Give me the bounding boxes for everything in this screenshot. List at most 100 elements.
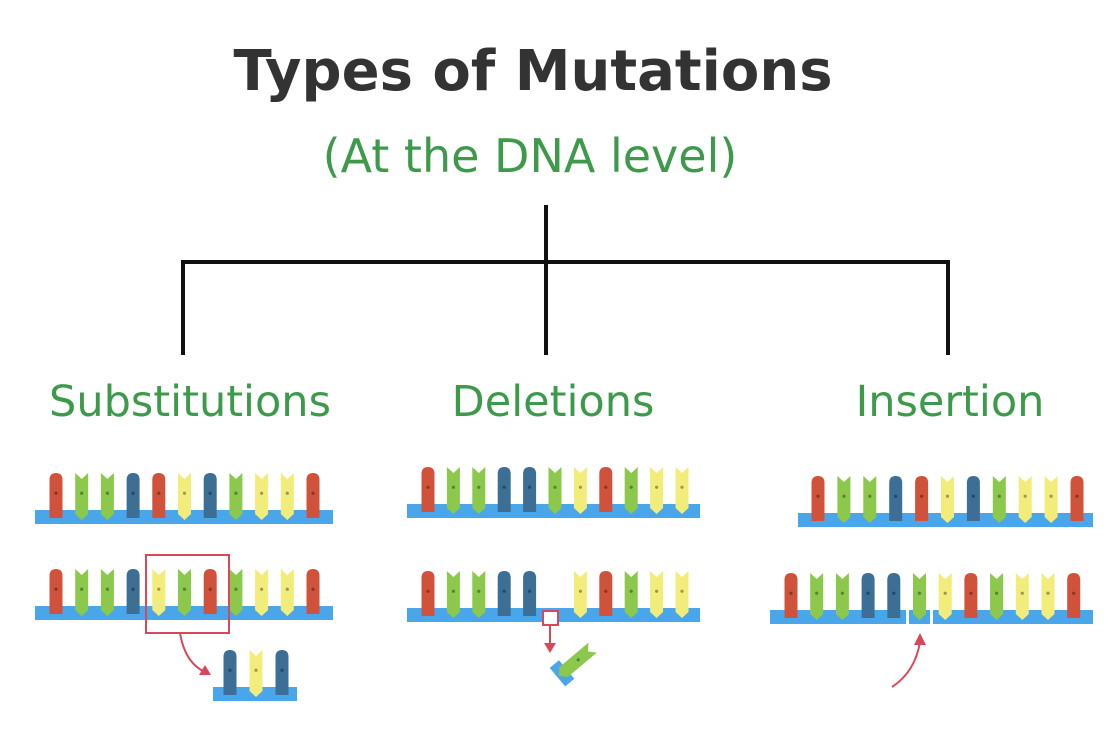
nucleotide-A <box>75 473 89 520</box>
nucleotide-mark <box>680 589 684 593</box>
nucleotide-A <box>835 573 849 620</box>
nucleotide-C <box>223 650 237 695</box>
nucleotide-T <box>1070 476 1084 521</box>
substitution-removed-fragment <box>213 650 297 701</box>
nucleotide-mark <box>260 587 264 591</box>
nucleotide-mark <box>208 587 212 591</box>
nucleotide-A <box>992 476 1006 523</box>
nucleotide-mark <box>260 491 264 495</box>
nucleotide-mark <box>1075 494 1079 498</box>
nucleotide-mark <box>80 491 84 495</box>
nucleotide-A <box>810 573 824 620</box>
nucleotide-mark <box>655 485 659 489</box>
nucleotide-mark <box>894 494 898 498</box>
insertion-arrow <box>891 641 921 688</box>
tree-connector <box>181 205 950 355</box>
nucleotide-mark <box>866 591 870 595</box>
nucleotide-mark <box>426 589 430 593</box>
nucleotide-mark <box>234 491 238 495</box>
label-substitutions: Substitutions <box>49 377 331 427</box>
arrow-head <box>544 643 556 653</box>
nucleotide-G <box>178 473 191 520</box>
nucleotide-mark <box>655 589 659 593</box>
nucleotide-C <box>523 467 537 512</box>
nucleotide-mark <box>228 668 232 672</box>
nucleotide-mark <box>131 587 135 591</box>
nucleotide-A <box>837 476 851 523</box>
deletion-highlight-box <box>542 610 559 626</box>
nucleotide-mark <box>604 589 608 593</box>
nucleotide-G <box>650 571 664 618</box>
nucleotide-T <box>421 467 435 512</box>
nucleotide-C <box>497 467 511 512</box>
nucleotide-G <box>152 569 166 616</box>
diagram-title: Types of Mutations <box>233 39 832 104</box>
nucleotide-mark <box>578 485 583 489</box>
nucleotide-A <box>229 473 243 520</box>
nucleotide-mark <box>868 494 872 498</box>
nucleotide-C <box>887 573 901 618</box>
nucleotide-mark <box>451 485 455 489</box>
nucleotide-G <box>280 569 294 616</box>
nucleotide-A <box>990 573 1004 620</box>
nucleotide-A <box>624 571 638 618</box>
label-deletions: Deletions <box>452 377 655 427</box>
nucleotide-G <box>938 573 952 620</box>
nucleotide-mark <box>477 485 481 489</box>
nucleotide-C <box>126 569 140 614</box>
nucleotide-mark <box>629 485 633 489</box>
nucleotide-C <box>861 573 875 618</box>
nucleotide-G <box>1041 573 1055 620</box>
nucleotide-A <box>558 642 597 678</box>
nucleotide-A <box>913 573 926 620</box>
nucleotide-mark <box>426 485 430 489</box>
nucleotide-G <box>675 571 689 618</box>
nucleotide-T <box>811 476 825 521</box>
nucleotide-A <box>229 569 243 616</box>
nucleotide-mark <box>815 591 819 595</box>
nucleotide-A <box>75 569 89 616</box>
nucleotide-mark <box>208 491 212 495</box>
nucleotide-C <box>275 650 289 695</box>
nucleotide-G <box>573 467 587 514</box>
nucleotide-A <box>178 569 191 616</box>
deletion-removed-fragment <box>549 642 597 687</box>
nucleotide-mark <box>604 485 608 489</box>
nucleotide-A <box>472 467 486 514</box>
nucleotide-C <box>126 473 140 518</box>
nucleotide-mark <box>477 589 481 593</box>
nucleotide-mark <box>528 485 532 489</box>
nucleotide-C <box>497 571 511 616</box>
nucleotide-G <box>255 473 269 520</box>
nucleotide-mark <box>157 491 161 495</box>
nucleotide-G <box>255 569 269 616</box>
diagram-subtitle: (At the DNA level) <box>323 129 738 183</box>
nucleotide-C <box>203 473 217 518</box>
nucleotide-mark <box>285 491 289 495</box>
nucleotide-T <box>306 569 320 614</box>
substitution-mutated-strand <box>35 569 333 620</box>
nucleotide-C <box>523 571 537 616</box>
nucleotide-G <box>1015 573 1029 620</box>
nucleotide-mark <box>234 587 238 591</box>
nucleotide-mark <box>54 491 58 495</box>
nucleotide-A <box>863 476 877 523</box>
nucleotide-mark <box>680 485 684 489</box>
dna-strands <box>35 467 1093 701</box>
nucleotide-mark <box>502 485 506 489</box>
label-insertion: Insertion <box>856 377 1045 427</box>
nucleotide-mark <box>105 587 109 591</box>
nucleotide-mark <box>943 591 947 595</box>
nucleotide-T <box>49 473 63 518</box>
nucleotide-T <box>784 573 798 618</box>
nucleotide-A <box>472 571 486 618</box>
nucleotide-mark <box>995 591 999 595</box>
nucleotide-mark <box>576 658 580 662</box>
nucleotide-mark <box>131 491 135 495</box>
nucleotide-mark <box>789 591 793 595</box>
nucleotide-mark <box>629 589 633 593</box>
nucleotide-T <box>964 573 978 618</box>
nucleotide-T <box>152 473 166 518</box>
nucleotide-T <box>599 571 613 616</box>
